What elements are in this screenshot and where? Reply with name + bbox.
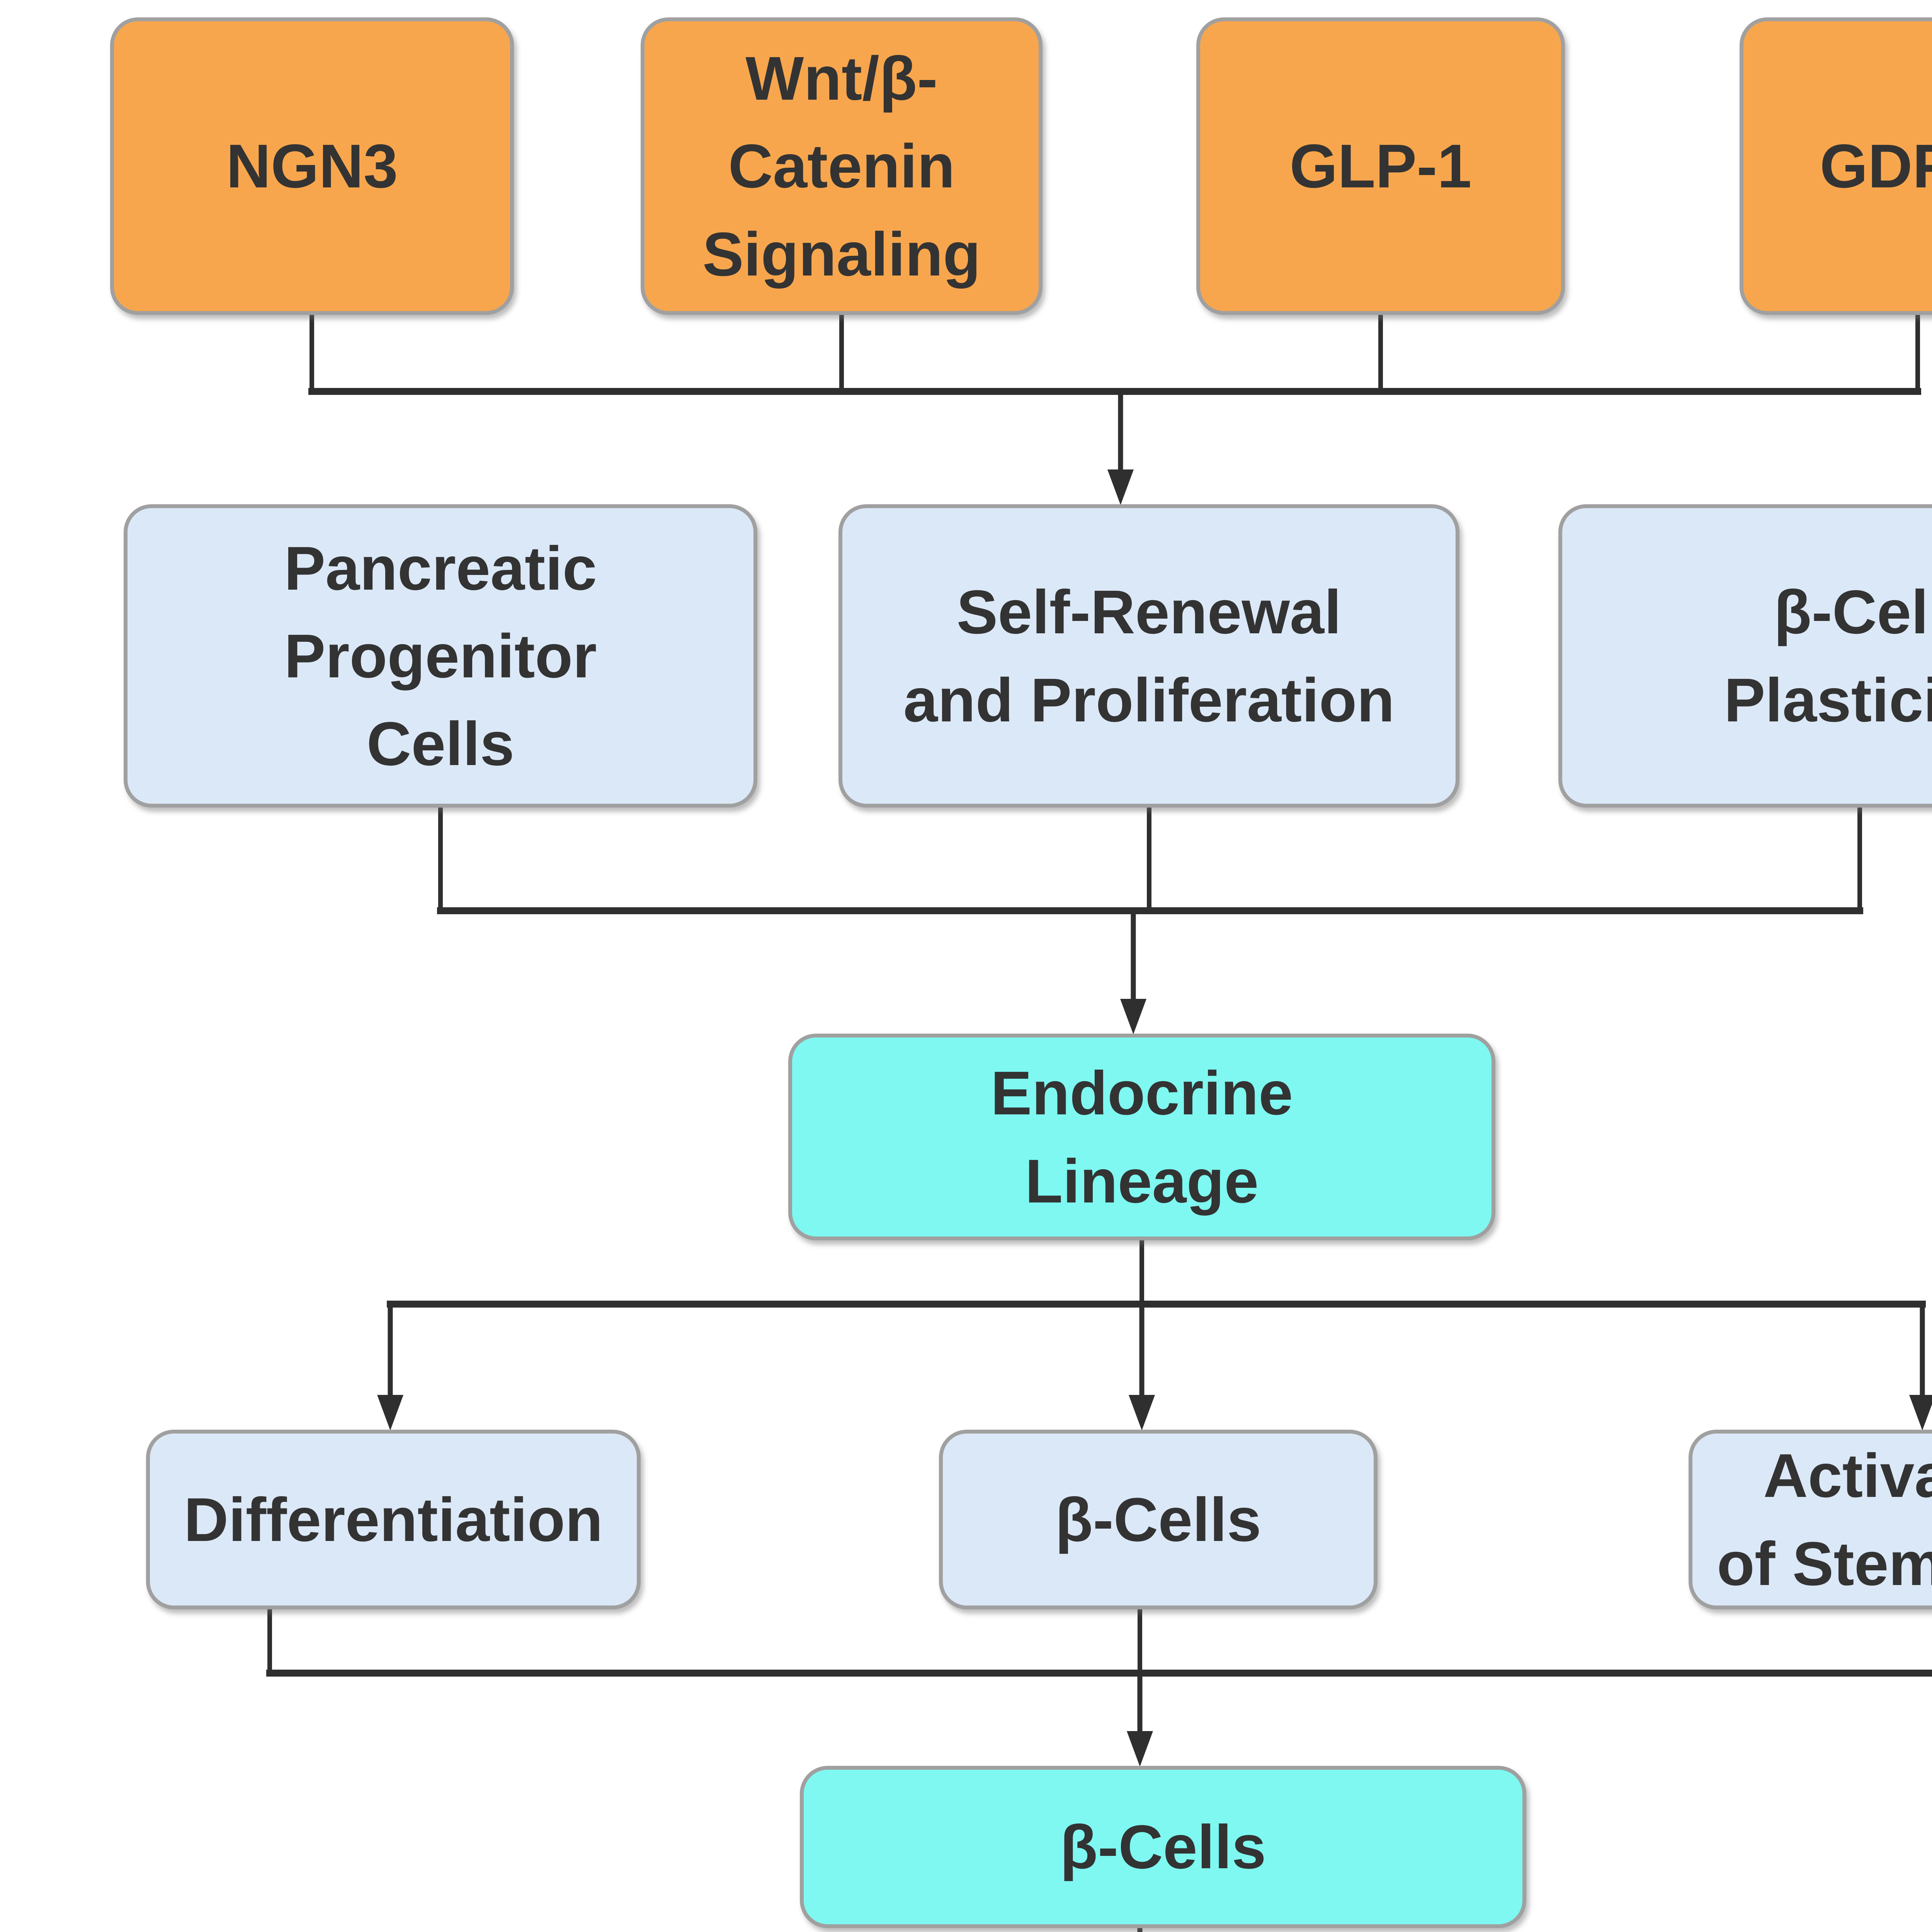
node-pancreatic-progenitor-cells: Pancreatic Progenitor Cells: [124, 504, 757, 808]
node-ppc-label: Pancreatic Progenitor Cells: [284, 533, 597, 779]
node-beta-cell-plasticity: β-Cell Plasticity: [1558, 504, 1932, 808]
connector-betacell-merge: [266, 1609, 1932, 1767]
node-glp-1: GLP-1: [1196, 17, 1565, 315]
node-ngn3-label: NGN3: [226, 131, 398, 201]
node-bcells-low-label: β-Cells: [1060, 1812, 1266, 1882]
node-bcells-mid-label: β-Cells: [1055, 1485, 1262, 1554]
node-activation-of-stem-cells: Activation of Stem Cells: [1689, 1430, 1932, 1609]
connector-endocrine-branch: [377, 1240, 1932, 1430]
node-gdf11-label: GDF11: [1820, 131, 1932, 201]
connector-top-merge: [308, 315, 1921, 505]
node-endocrine-lineage: Endocrine Lineage: [788, 1034, 1495, 1240]
node-endocrine-label: Endocrine Lineage: [990, 1058, 1293, 1216]
node-beta-cells-lower: β-Cells: [800, 1766, 1526, 1928]
node-asc-label: Activation of Stem Cells: [1717, 1441, 1932, 1598]
node-srp-label: Self-Renewal and Proliferation: [903, 577, 1395, 735]
node-wnt-label: Wnt/β- Catenin Signaling: [702, 44, 981, 289]
node-differentiation: Differentiation: [146, 1430, 641, 1609]
node-self-renewal-proliferation: Self-Renewal and Proliferation: [838, 504, 1459, 808]
node-gdf11: GDF11: [1740, 17, 1932, 315]
node-beta-cells-middle: β-Cells: [939, 1430, 1378, 1609]
node-glp1-label: GLP-1: [1289, 131, 1472, 201]
node-diff-label: Differentiation: [184, 1485, 603, 1554]
node-bcp-label: β-Cell Plasticity: [1724, 577, 1932, 735]
node-ngn3: NGN3: [110, 17, 514, 315]
connector-progenitor-merge: [437, 808, 1863, 1034]
node-wnt-beta-catenin-signaling: Wnt/β- Catenin Signaling: [641, 17, 1043, 315]
